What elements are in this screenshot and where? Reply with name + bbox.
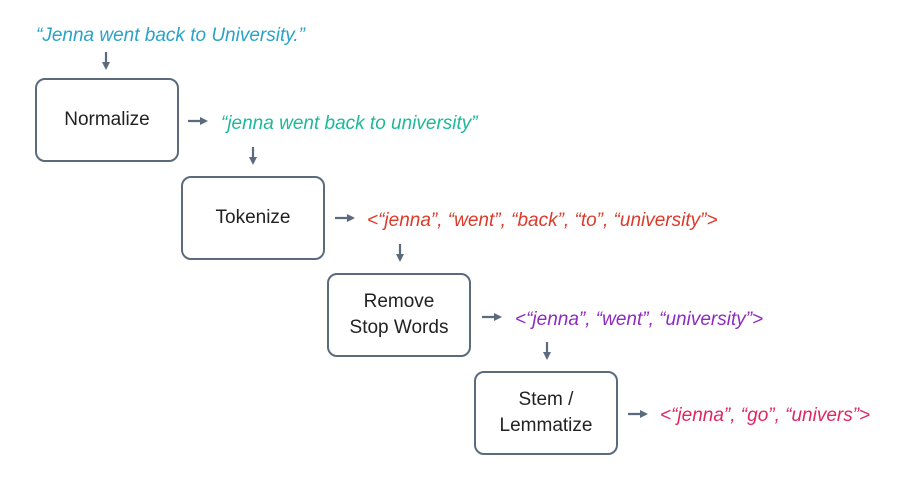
step-tokenize-output: <“jenna”, “went”, “back”, “to”, “univers… xyxy=(367,210,718,231)
input-sentence: “Jenna went back to University.” xyxy=(36,25,305,46)
step-remove-stop-words-output: <“jenna”, “went”, “university”> xyxy=(515,309,764,330)
step-tokenize-box: Tokenize xyxy=(181,176,325,260)
step-normalize-box: Normalize xyxy=(35,78,179,162)
step-remove-stop-words-box: Remove Stop Words xyxy=(327,273,471,357)
step-stem-lemmatize-box: Stem / Lemmatize xyxy=(474,371,618,455)
step-stem-lemmatize-output: <“jenna”, “go”, “univers”> xyxy=(660,405,871,426)
step-normalize-output: “jenna went back to university” xyxy=(221,113,478,134)
